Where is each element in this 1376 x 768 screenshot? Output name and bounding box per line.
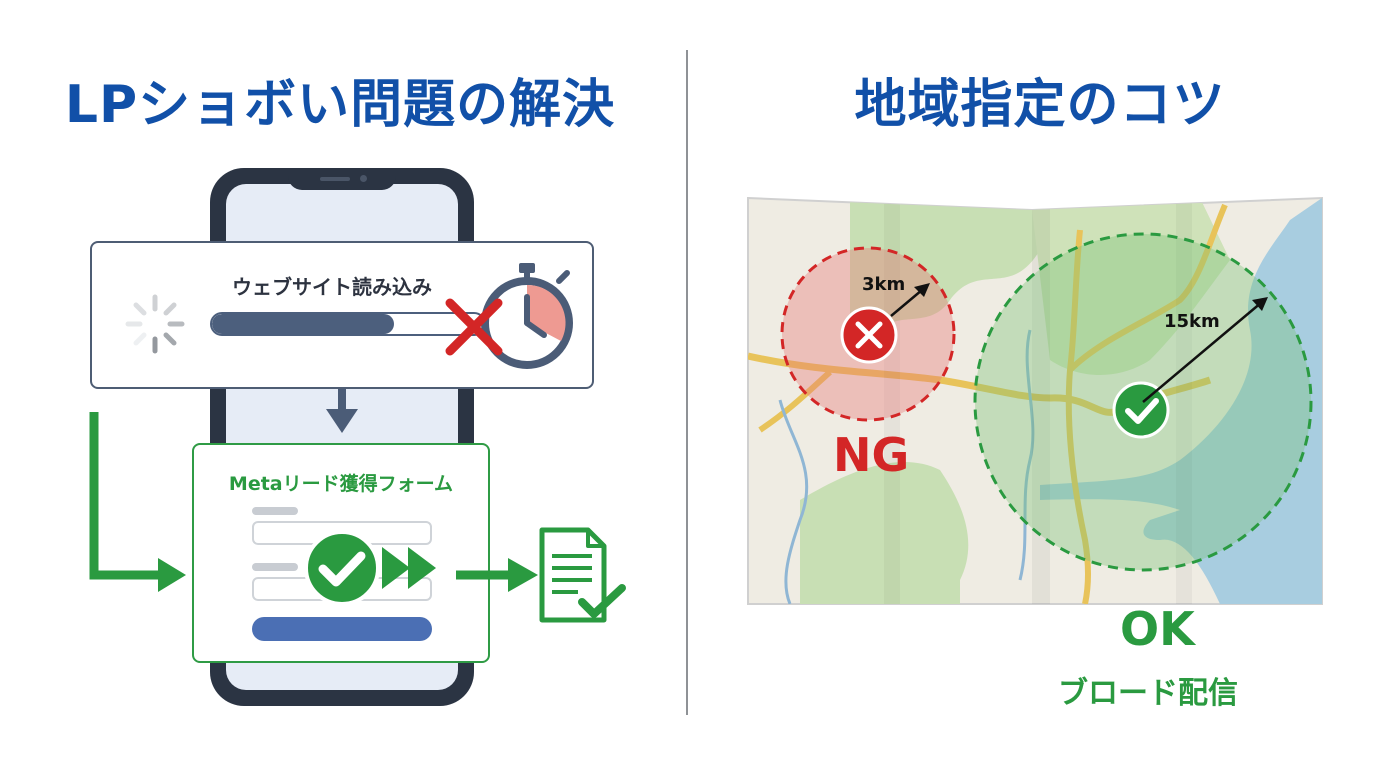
- meta-lead-form-card: Metaリード獲得フォーム: [192, 443, 490, 663]
- ok-radius-label: 15km: [1164, 311, 1220, 332]
- green-check-circle-icon: [304, 530, 380, 606]
- stopwatch-icon: [481, 263, 573, 369]
- red-x-icon: [445, 298, 503, 356]
- phone-speaker: [320, 177, 350, 181]
- form-label-placeholder: [252, 563, 298, 571]
- form-label-placeholder: [252, 507, 298, 515]
- double-arrow-icon: [382, 547, 436, 589]
- loading-spinner-icon: [125, 294, 185, 354]
- ng-radius-arrow: [890, 289, 923, 317]
- phone-notch: [288, 168, 396, 190]
- loading-label: ウェブサイト読み込み: [232, 275, 432, 299]
- document-check-icon: [539, 527, 626, 623]
- phone-camera: [360, 175, 367, 182]
- form-submit-bar: [252, 617, 432, 641]
- ok-check-badge-icon: [1112, 381, 1170, 439]
- right-panel-title: 地域指定のコツ: [854, 75, 1226, 135]
- loading-progress-bar: [210, 312, 486, 336]
- website-loading-card: ウェブサイト読み込み: [90, 241, 594, 389]
- loading-progress-fill: [212, 314, 395, 334]
- panel-divider: [686, 50, 688, 715]
- to-document-arrow: [456, 558, 538, 592]
- broad-targeting-caption: ブロード配信: [1058, 676, 1238, 711]
- left-panel-title: LPショボい問題の解決: [64, 75, 616, 135]
- ok-radius-arrow: [1142, 301, 1263, 403]
- ok-verdict-label: OK: [1120, 602, 1195, 656]
- ng-radius-label: 3km: [862, 274, 906, 295]
- form-card-title: Metaリード獲得フォーム: [228, 473, 454, 495]
- ng-verdict-label: NG: [833, 428, 910, 482]
